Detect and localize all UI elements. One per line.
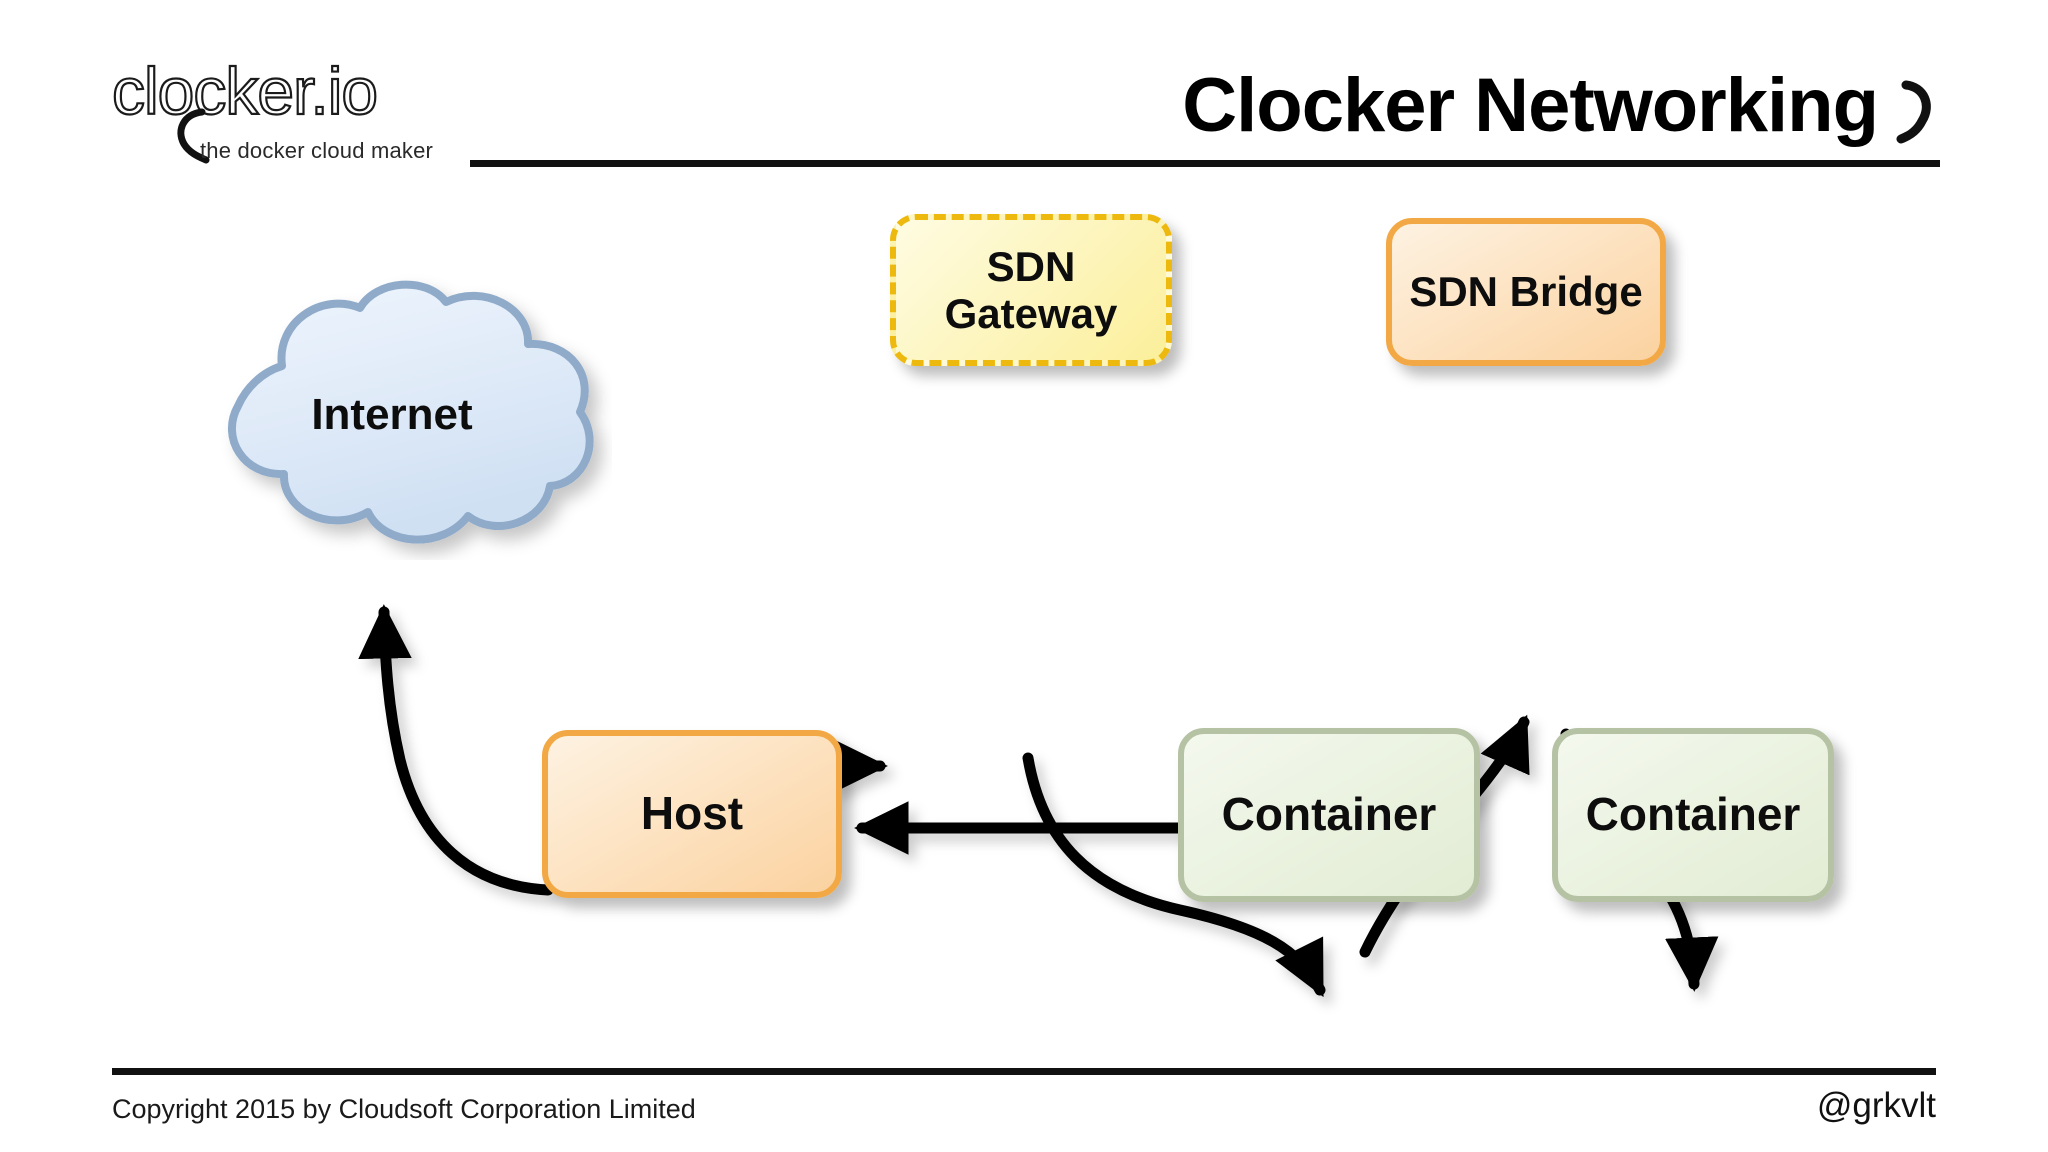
edge-host-to-internet (358, 604, 554, 896)
diagram-node-sdn-gateway[interactable]: SDN Gateway (890, 214, 1172, 366)
page-title: Clocker Networking (1182, 62, 1936, 149)
footer-divider (112, 1068, 1936, 1075)
diagram-node-sdn-gateway-label: SDN Gateway (944, 242, 1118, 337)
logo-wordmark: clocker.io (111, 54, 379, 128)
header: clocker.io the docker cloud maker Clocke… (0, 0, 2048, 200)
footer-copyright: Copyright 2015 by Cloudsoft Corporation … (112, 1094, 696, 1124)
network-diagram: Internet SDN Gateway SDN Bridge Host Con… (0, 200, 2048, 1068)
footer-handle: @grkvlt (1816, 1086, 1936, 1125)
diagram-node-host-label: Host (640, 787, 744, 840)
diagram-node-host[interactable]: Host (542, 730, 842, 898)
diagram-node-internet[interactable]: Internet (172, 270, 612, 560)
diagram-node-container-1[interactable]: Container (1178, 728, 1480, 902)
diagram-node-internet-label: Internet (311, 390, 473, 439)
diagram-node-container-2[interactable]: Container (1552, 728, 1834, 902)
edge-sdn-gateway-to-container-1 (1022, 752, 1326, 998)
clocker-logo: clocker.io the docker cloud maker (111, 54, 452, 168)
title-divider (470, 160, 1940, 167)
clocker-hook-icon (1896, 80, 1931, 143)
page-title-text: Clocker Networking (1182, 63, 1879, 148)
diagram-node-container-1-label: Container (1221, 788, 1437, 841)
diagram-node-container-2-label: Container (1585, 788, 1801, 841)
diagram-node-sdn-bridge[interactable]: SDN Bridge (1386, 218, 1666, 366)
logo-tagline: the docker cloud maker (200, 138, 434, 163)
diagram-node-sdn-bridge-label: SDN Bridge (1409, 268, 1643, 316)
cloud-shape-icon (227, 280, 594, 544)
